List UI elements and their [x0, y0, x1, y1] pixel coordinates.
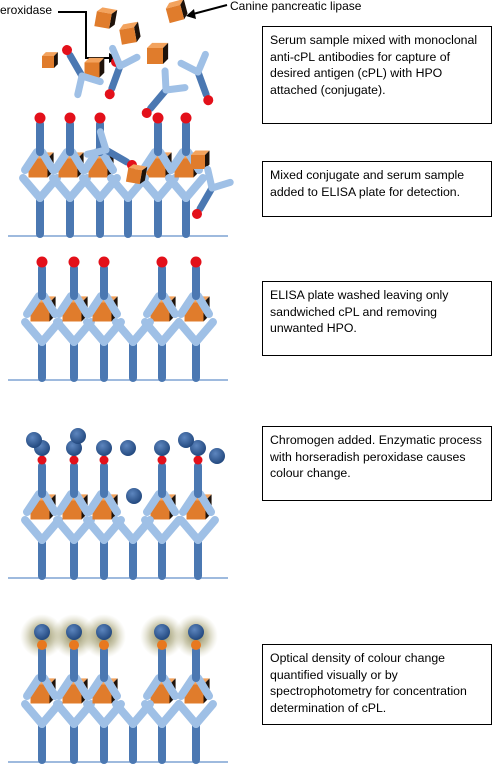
capture-antibody-s3-1: [53, 318, 95, 382]
detection-antibody-s3-2: [85, 264, 121, 318]
cpl-antigen-s2-b: [191, 150, 210, 169]
hpo-marker-s2-1: [64, 112, 76, 124]
capture-antibody-s2-4: [165, 174, 207, 238]
hpo-marker-s2-3: [152, 112, 164, 124]
cpl-antigen-s1-b: [94, 7, 118, 29]
chromogen-free-s4-5: [126, 488, 142, 504]
hpo-marker-s2-4: [180, 112, 192, 124]
chromogen-s4-3: [154, 440, 170, 456]
hpo-marker-s5-1: [69, 640, 79, 650]
cpl-antigen-s1-c: [119, 21, 141, 45]
conjugate-antibody-s1-d: [177, 50, 214, 106]
step-4-description: Chromogen added. Enzymatic process with …: [262, 426, 492, 501]
detection-antibody-s2-0: [21, 120, 57, 174]
step-5-description: Optical density of colour change quantif…: [262, 644, 492, 725]
capture-antibody-s4-4: [177, 516, 219, 580]
hpo-marker-s5-3: [157, 640, 167, 650]
detection-antibody-s4-4: [179, 462, 215, 516]
detection-antibody-s3-4: [177, 264, 213, 318]
step-1-description: Serum sample mixed with monoclonal anti-…: [262, 26, 492, 124]
capture-antibody-s4-3: [141, 516, 183, 580]
lipase-label: Canine pancreatic lipase: [230, 0, 362, 13]
lipase-pointer-line: [192, 4, 228, 15]
chromogen-free-s4-0: [26, 432, 42, 448]
capture-antibody-s3-4: [175, 318, 217, 382]
capture-antibody-s4-1: [53, 516, 95, 580]
detection-antibody-s3-1: [55, 264, 91, 318]
capture-antibody-s4-empty: [112, 516, 154, 580]
conjugate-antibody-s1-c: [141, 67, 189, 118]
chromogen-free-s4-1: [70, 428, 86, 444]
hpo-marker-s3-3: [156, 256, 168, 268]
step-3-description: ELISA plate washed leaving only sandwich…: [262, 281, 492, 356]
capture-antibody-s3-0: [21, 318, 63, 382]
capture-antibody-s2-3: [137, 174, 179, 238]
hpo-marker-s3-0: [36, 256, 48, 268]
step-2-description: Mixed conjugate and serum sample added t…: [262, 161, 492, 217]
lipase-pointer-head: [186, 9, 196, 19]
chromogen-s5-4: [188, 624, 204, 640]
capture-antibody-s4-2: [83, 516, 125, 580]
chromogen-free-s4-2: [120, 440, 136, 456]
capture-antibody-s3-2: [83, 318, 125, 382]
hpo-marker-s3-2: [98, 256, 110, 268]
capture-antibody-s2-0: [19, 174, 61, 238]
chromogen-free-s4-4: [209, 448, 225, 464]
hpo-marker-s5-4: [191, 640, 201, 650]
detection-antibody-s5-3: [143, 646, 179, 700]
cpl-antigen-s1-d: [147, 42, 169, 64]
cpl-antigen-s1-f: [84, 57, 105, 78]
conjugate-antibody-s1-a: [104, 44, 141, 100]
chromogen-s5-3: [154, 624, 170, 640]
detection-antibody-s5-4: [177, 646, 213, 700]
capture-antibody-s3-empty: [112, 318, 154, 382]
capture-antibody-s5-2: [83, 700, 125, 764]
conjugate-antibody-s1-b: [62, 45, 104, 99]
capture-antibody-s5-1: [53, 700, 95, 764]
chromogen-free-s4-3: [178, 432, 194, 448]
detection-antibody-s4-0: [23, 462, 59, 516]
capture-antibody-s2-empty: [107, 174, 149, 238]
capture-antibody-s5-3: [141, 700, 183, 764]
detection-antibody-s4-1: [55, 462, 91, 516]
hpo-marker-s2-2: [94, 112, 106, 124]
hpo-marker-s5-0: [37, 640, 47, 650]
detection-antibody-s4-3: [143, 462, 179, 516]
capture-antibody-s3-3: [141, 318, 183, 382]
chromogen-s4-2: [96, 440, 112, 456]
capture-antibody-s4-0: [21, 516, 63, 580]
cpl-antigen-s1-e: [42, 52, 58, 68]
detection-antibody-s5-0: [23, 646, 59, 700]
chromogen-s5-2: [96, 624, 112, 640]
detection-antibody-s5-2: [85, 646, 121, 700]
detection-antibody-s2-1: [51, 120, 87, 174]
chromogen-s5-0: [34, 624, 50, 640]
chromogen-s5-1: [66, 624, 82, 640]
capture-antibody-s5-0: [21, 700, 63, 764]
hpo-marker-s4-4: [193, 455, 203, 465]
hpo-marker-s3-4: [190, 256, 202, 268]
detection-antibody-s3-3: [143, 264, 179, 318]
hpo-marker-s4-2: [99, 455, 109, 465]
capture-antibody-s2-1: [49, 174, 91, 238]
hpo-marker-s4-1: [69, 455, 79, 465]
hpo-marker-s2-0: [34, 112, 46, 124]
capture-antibody-s2-2: [79, 174, 121, 238]
cpl-antigen-s2-free: [125, 164, 148, 185]
capture-antibody-s5-4: [175, 700, 217, 764]
peroxidase-label: eroxidase: [0, 3, 53, 17]
conjugate-antibody-s2-b: [192, 165, 234, 219]
hpo-marker-s5-2: [99, 640, 109, 650]
detection-antibody-s4-2: [85, 462, 121, 516]
cpl-antigen-s1-a: [165, 0, 188, 24]
capture-antibody-s5-empty: [112, 700, 154, 764]
chromogen-s4-4: [190, 440, 206, 456]
hpo-marker-s3-1: [68, 256, 80, 268]
detection-antibody-s5-1: [55, 646, 91, 700]
hpo-marker-s4-0: [37, 455, 47, 465]
hpo-marker-s4-3: [157, 455, 167, 465]
detection-antibody-s3-0: [23, 264, 59, 318]
